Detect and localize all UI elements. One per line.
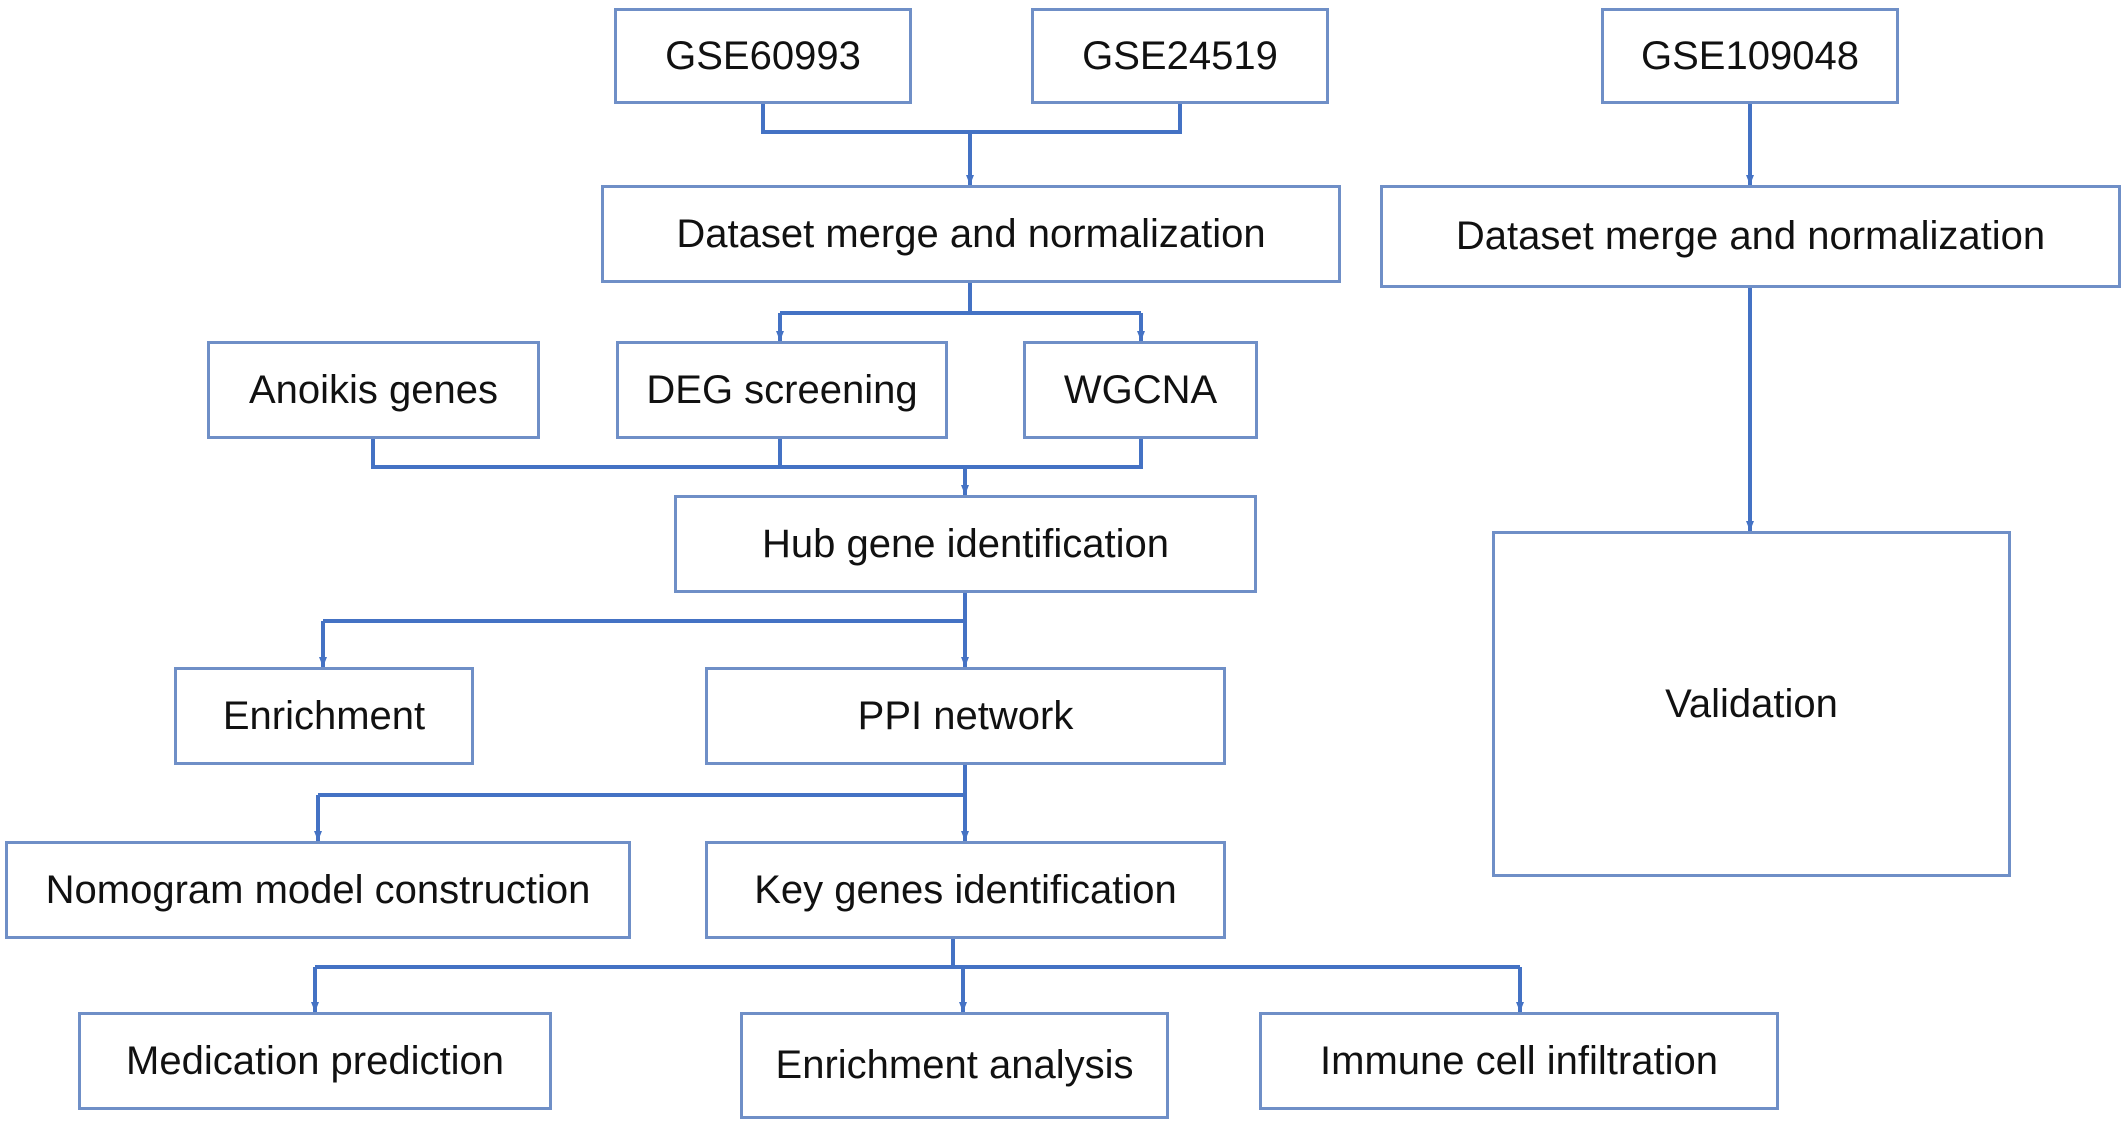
node-enrichment-analysis-label: Enrichment analysis — [775, 1043, 1134, 1087]
node-key-genes-identification-label: Key genes identification — [754, 867, 1177, 912]
node-enrichment-label: Enrichment — [222, 693, 426, 738]
edge-inputs-join — [371, 439, 1143, 469]
node-merge-right: Dataset merge and normalization — [1380, 185, 2121, 288]
edge-hub-split — [323, 593, 967, 623]
node-deg-screening-label: DEG screening — [646, 367, 918, 412]
node-enrichment-analysis: Enrichment analysis — [740, 1012, 1169, 1119]
node-ppi-network: PPI network — [705, 667, 1226, 765]
node-gse60993: GSE60993 — [614, 8, 912, 104]
node-merge-left-label: Dataset merge and normalization — [676, 211, 1266, 256]
node-anoikis-genes: Anoikis genes — [207, 341, 540, 439]
edge-key-split — [315, 939, 1520, 969]
node-nomogram-model-construction-label: Nomogram model construction — [45, 867, 591, 912]
edge-ppi-split — [318, 765, 967, 797]
node-gse24519-label: GSE24519 — [1082, 33, 1278, 78]
node-gse109048-label: GSE109048 — [1641, 33, 1859, 78]
node-gse24519: GSE24519 — [1031, 8, 1329, 104]
node-merge-left: Dataset merge and normalization — [601, 185, 1341, 283]
node-hub-gene-identification-label: Hub gene identification — [762, 521, 1169, 566]
node-immune-cell-infiltration-label: Immune cell infiltration — [1320, 1038, 1718, 1083]
node-anoikis-genes-label: Anoikis genes — [248, 367, 499, 412]
node-wgcna-label: WGCNA — [1063, 367, 1218, 412]
node-merge-right-label: Dataset merge and normalization — [1455, 214, 2046, 258]
node-hub-gene-identification: Hub gene identification — [674, 495, 1257, 593]
node-immune-cell-infiltration: Immune cell infiltration — [1259, 1012, 1779, 1110]
node-validation: Validation — [1492, 531, 2011, 877]
node-nomogram-model-construction: Nomogram model construction — [5, 841, 631, 939]
node-deg-screening: DEG screening — [616, 341, 948, 439]
node-validation-label: Validation — [1665, 681, 1838, 726]
node-medication-prediction-label: Medication prediction — [126, 1038, 504, 1083]
edge-merge-split — [780, 283, 1141, 315]
node-wgcna: WGCNA — [1023, 341, 1258, 439]
node-gse109048: GSE109048 — [1601, 8, 1899, 104]
node-medication-prediction: Medication prediction — [78, 1012, 552, 1110]
node-ppi-network-label: PPI network — [857, 693, 1074, 738]
edge-gse60993-merge — [761, 104, 1182, 134]
node-enrichment: Enrichment — [174, 667, 474, 765]
node-key-genes-identification: Key genes identification — [705, 841, 1226, 939]
node-gse60993-label: GSE60993 — [665, 33, 861, 78]
